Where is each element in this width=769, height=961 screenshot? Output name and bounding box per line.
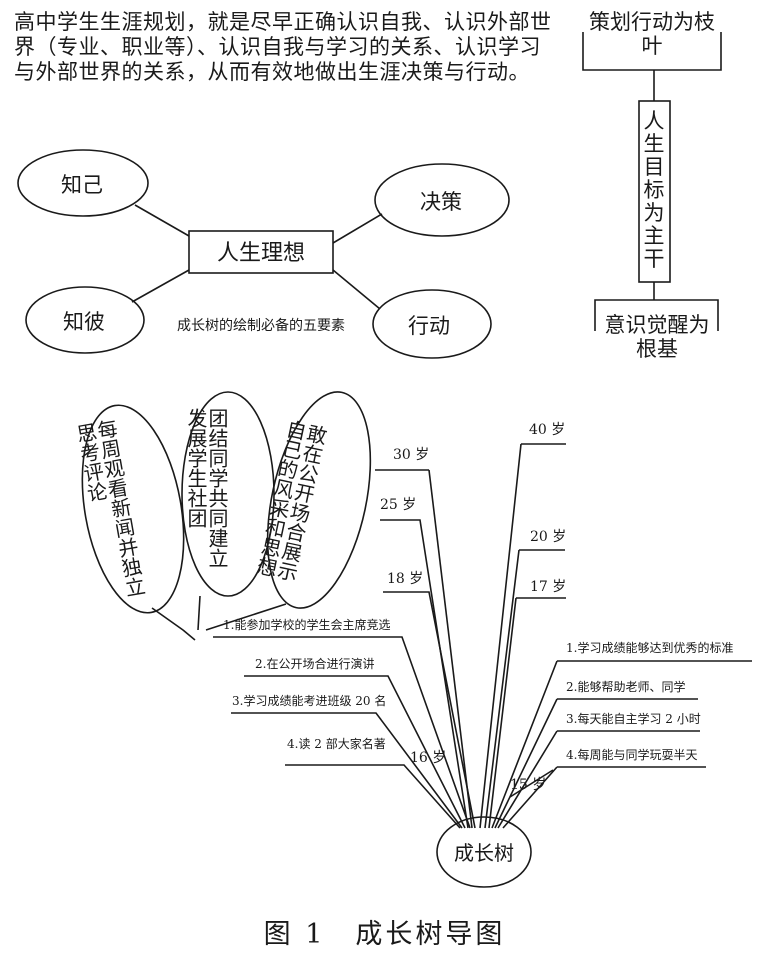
figure-caption: 图 1 成长树导图	[263, 919, 506, 950]
node-label-zhiji: 知己	[61, 173, 103, 197]
tree-root-label: 成长树	[454, 841, 514, 865]
tree-oval-1	[81, 404, 185, 614]
node-label-zhibi: 知彼	[63, 310, 105, 334]
tree-oval-3	[266, 391, 372, 609]
center-label: 人生理想	[217, 241, 305, 266]
age-label-16: 16 岁	[410, 750, 446, 766]
goal16-item-4: 4.读 2 部大家名著	[287, 736, 386, 751]
pillar-bottom-label: 意识觉醒为根基	[604, 313, 710, 361]
age-label-17: 17 岁	[530, 579, 566, 595]
node-label-xingdong: 行动	[408, 314, 450, 338]
goal16-item-3: 3.学习成绩能考进班级 20 名	[232, 693, 386, 708]
node-oval-xingdong	[372, 289, 492, 359]
node-label-juece: 决策	[420, 190, 462, 214]
goal16-item-1: 1.能参加学校的学生会主席竞选	[223, 617, 390, 632]
age-label-30: 30 岁	[393, 447, 429, 463]
tree-oval-2-label: 团结同学共同建立发展学生社团	[184, 408, 229, 568]
pillar-top-label: 策划行动为枝叶	[589, 10, 715, 58]
goal16-item-2: 2.在公开场合进行演讲	[255, 656, 374, 671]
center-box	[188, 230, 334, 274]
goal15-item-3: 3.每天能自主学习 2 小时	[566, 711, 701, 726]
tree-oval-2	[181, 391, 275, 597]
diagram-subtitle: 成长树的绘制必备的五要素	[177, 317, 345, 334]
intro-paragraph: 高中学生生涯规划，就是尽早正确认识自我、认识外部世界（专业、职业等）、认识自我与…	[14, 10, 552, 84]
goal15-item-4: 4.每周能与同学玩耍半天	[566, 747, 697, 762]
age-label-18: 18 岁	[387, 571, 423, 587]
pillar-middle-label: 人生目标为主干	[643, 109, 665, 271]
node-oval-zhibi	[25, 286, 145, 354]
age-label-40: 40 岁	[529, 422, 565, 438]
tree-root-circle	[436, 816, 532, 888]
node-oval-zhiji	[17, 149, 149, 217]
goal15-item-2: 2.能够帮助老师、同学	[566, 679, 685, 694]
age-label-25: 25 岁	[380, 497, 416, 513]
goal15-item-1: 1.学习成绩能够达到优秀的标准	[566, 640, 733, 655]
node-oval-juece	[374, 163, 510, 237]
age-label-20: 20 岁	[530, 529, 566, 545]
age-label-15: 15 岁	[510, 777, 546, 793]
